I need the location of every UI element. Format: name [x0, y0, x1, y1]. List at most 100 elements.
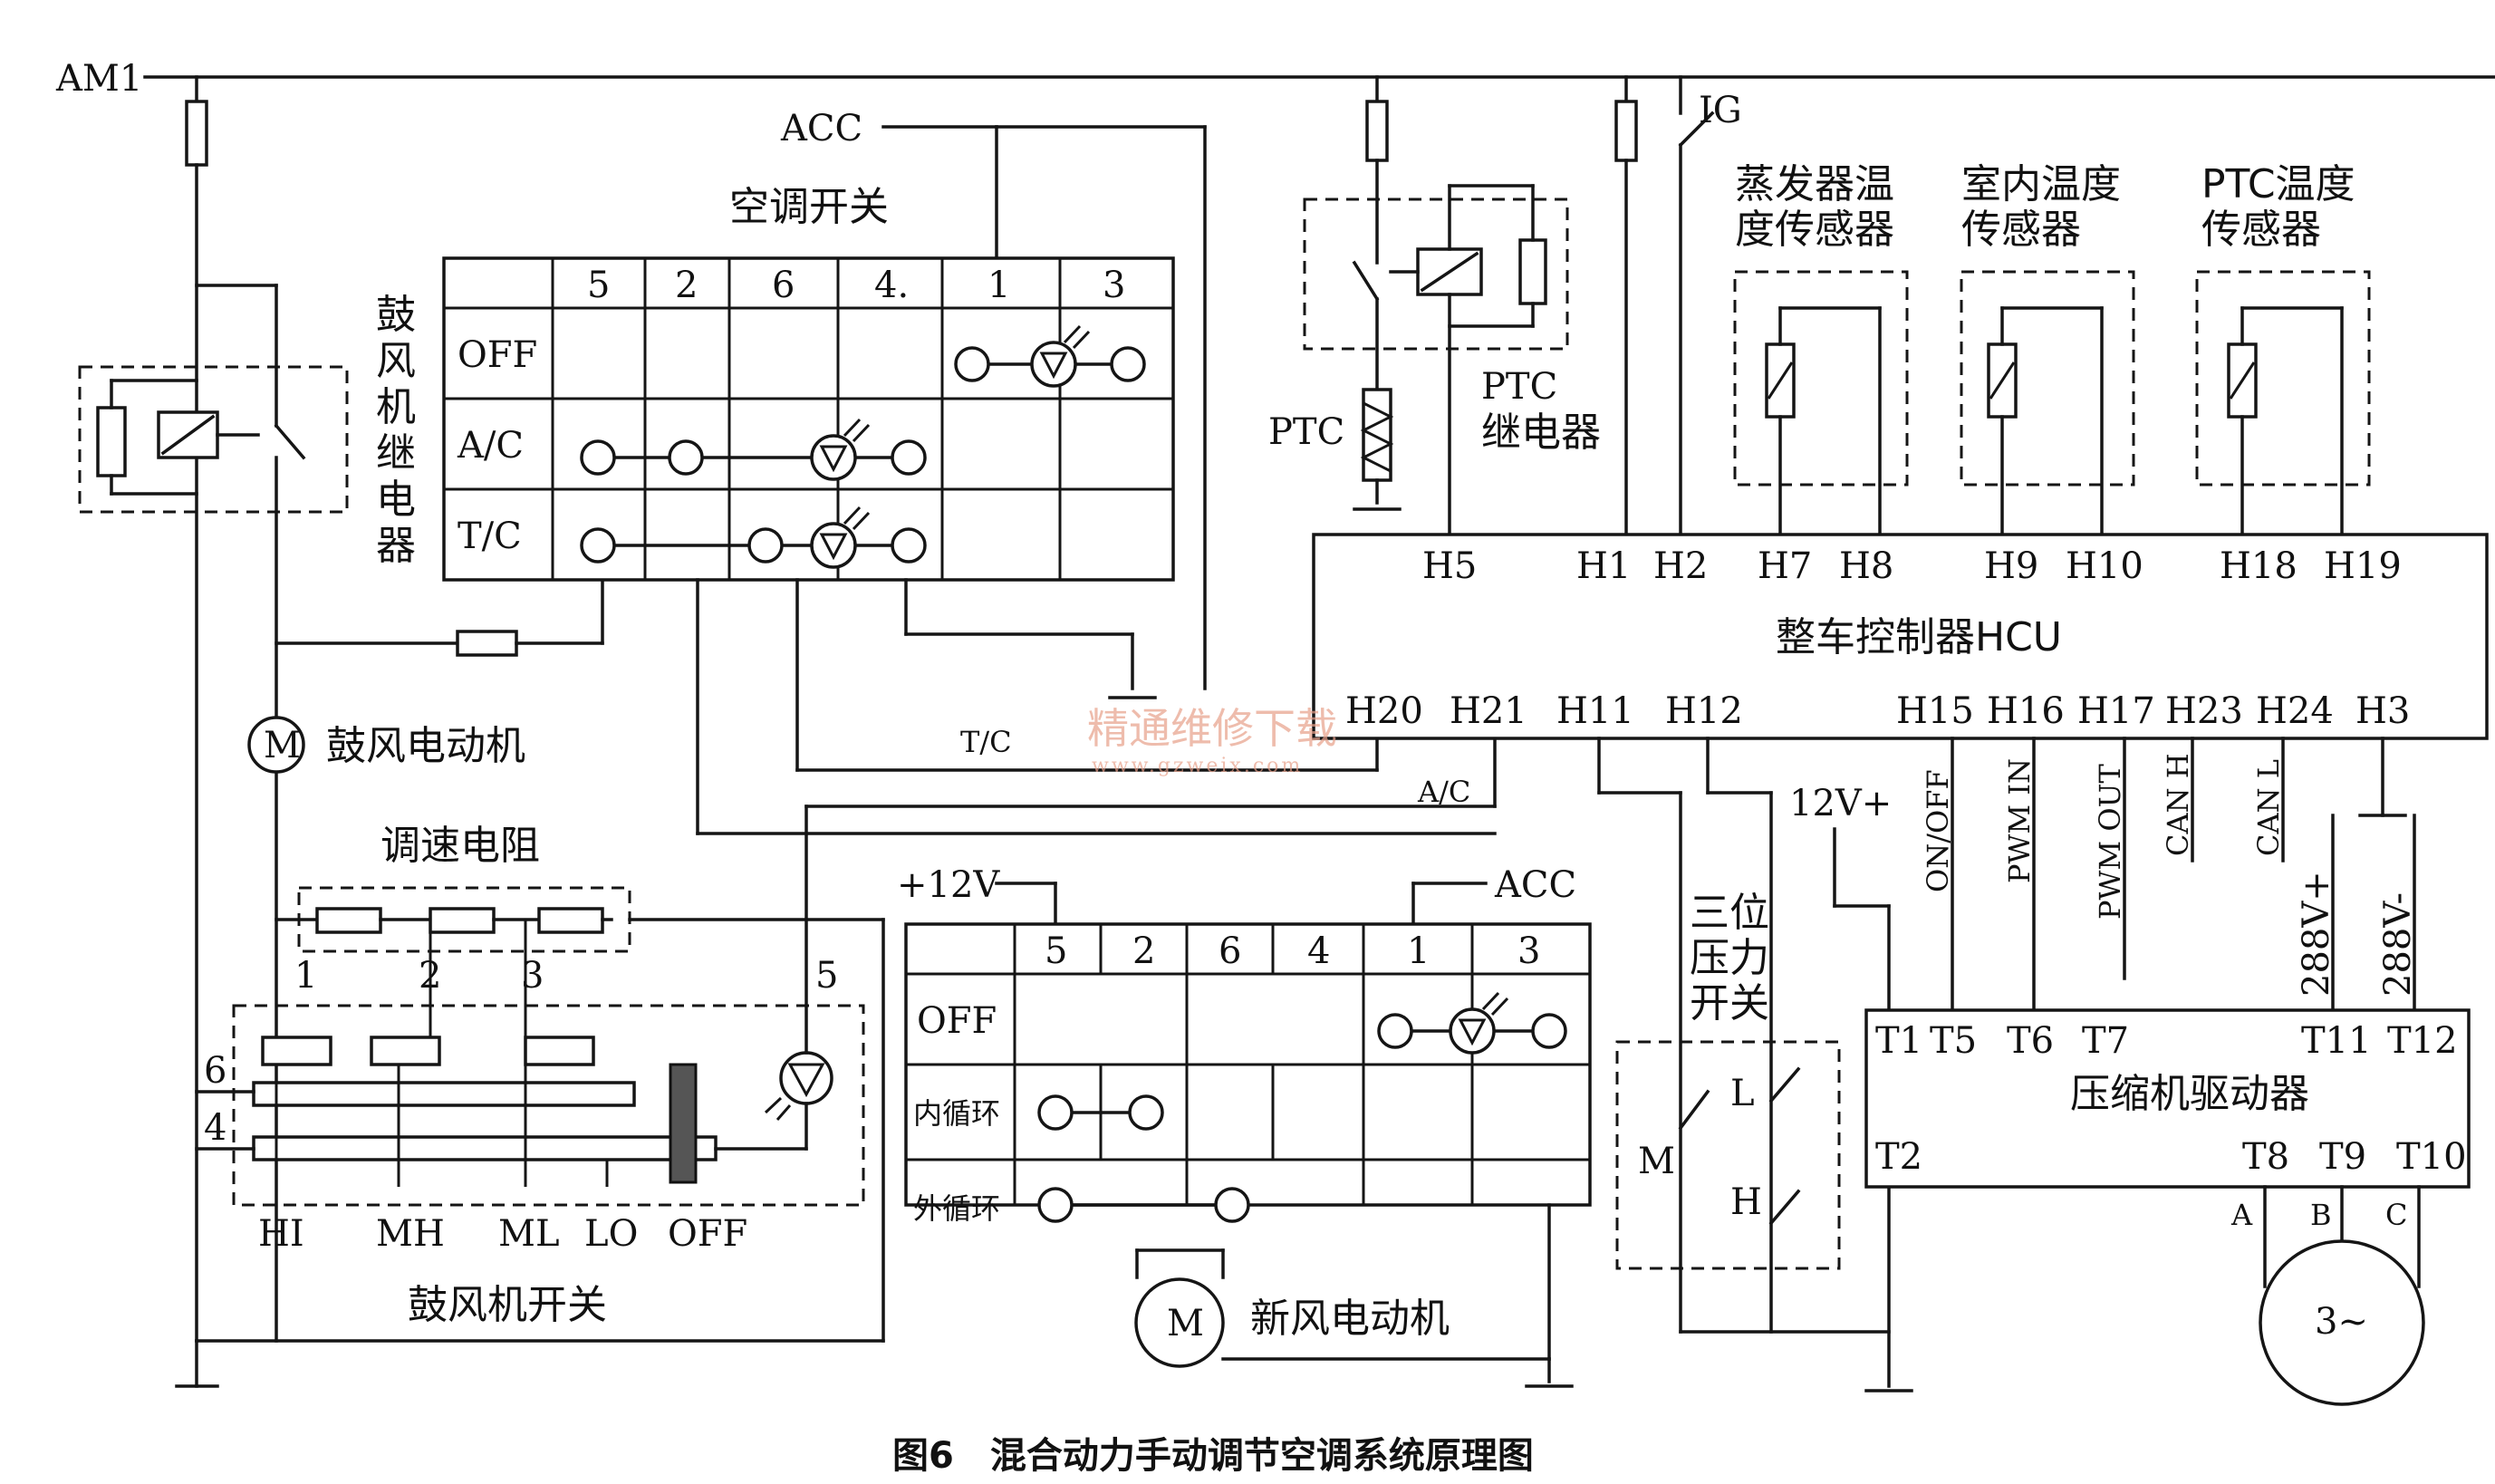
- svg-text:T2: T2: [1875, 1136, 1922, 1178]
- svg-text:度传感器: 度传感器: [1735, 207, 1894, 253]
- acc-label-top: ACC: [780, 108, 862, 149]
- compressor-driver-box: [1864, 1008, 2471, 1189]
- h1-fuse: [1614, 100, 1638, 162]
- svg-text:H9: H9: [1984, 545, 2038, 587]
- resistor-2: [429, 907, 496, 934]
- svg-text:T5: T5: [1930, 1020, 1977, 1062]
- ptc-heater-label: PTC: [1268, 411, 1344, 453]
- ac-switch-title: 空调开关: [729, 184, 889, 230]
- svg-text:三位: 三位: [1690, 890, 1769, 936]
- svg-text:6: 6: [772, 265, 795, 306]
- sensors: 蒸发器温 度传感器 室内温度 传感器 PTC温度 传感器: [1733, 161, 2371, 536]
- svg-text:T6: T6: [2007, 1020, 2054, 1062]
- fresh-motor-icon: [1134, 1277, 1225, 1368]
- pressure-switch-box: [1615, 1040, 1841, 1270]
- svg-text:www.gzweix.com: www.gzweix.com: [1092, 755, 1303, 777]
- svg-text:1: 1: [1407, 930, 1430, 972]
- svg-text:L: L: [1730, 1073, 1755, 1114]
- compressor-driver-title: 压缩机驱动器: [2070, 1071, 2309, 1117]
- relay-resistor: [96, 406, 127, 477]
- evaporator-temp-sensor: 蒸发器温 度传感器: [1733, 161, 1909, 536]
- tc-lamp-icon: [810, 522, 857, 569]
- svg-text:H12: H12: [1665, 690, 1743, 732]
- blower-switch-label: 鼓风机开关: [408, 1282, 607, 1328]
- svg-text:H21: H21: [1450, 690, 1527, 732]
- ptc-fuse: [1365, 100, 1389, 162]
- svg-text:M: M: [1638, 1141, 1675, 1182]
- svg-text:4.: 4.: [874, 265, 909, 306]
- svg-text:2: 2: [675, 265, 698, 306]
- svg-text:H8: H8: [1839, 545, 1893, 587]
- hcu-box: [1312, 533, 2489, 740]
- switch-bar-main: [252, 1135, 718, 1161]
- resistor-1: [315, 907, 382, 934]
- svg-text:H19: H19: [2324, 545, 2402, 587]
- blower-motor-icon: [247, 716, 305, 774]
- svg-text:PTC温度: PTC温度: [2201, 161, 2355, 207]
- signal-288v-minus: 288V-: [2377, 892, 2419, 997]
- compressor-motor-icon: [2259, 1239, 2425, 1406]
- svg-text:5: 5: [1045, 930, 1067, 972]
- svg-text:3: 3: [521, 955, 544, 997]
- signal-288v-plus: 288V+: [2296, 871, 2337, 997]
- svg-text:4: 4: [204, 1107, 226, 1149]
- svg-text:LO: LO: [584, 1213, 638, 1255]
- svg-text:T1: T1: [1875, 1020, 1922, 1062]
- svg-text:H1: H1: [1576, 545, 1631, 587]
- svg-text:2: 2: [419, 955, 441, 997]
- svg-text:H16: H16: [1987, 690, 2065, 732]
- svg-text:4: 4: [1307, 930, 1330, 972]
- svg-text:H17: H17: [2077, 690, 2155, 732]
- fresh-air-switch: +12V ACC 5 2 6 4 1 3 OFF 内循环 外循环: [897, 864, 1592, 1388]
- ac-switch-fuse: [456, 630, 518, 657]
- ac-output-label: A/C: [1417, 775, 1470, 809]
- ac-row-off: OFF: [458, 334, 537, 376]
- am1-bus: AM1: [55, 58, 2495, 100]
- ac-row-tc: T/C: [458, 516, 522, 557]
- svg-text:5: 5: [815, 955, 838, 997]
- ac-switch: ACC 空调开关 5 2 6 4. 1 3 OFF A/C T/C: [442, 108, 1497, 835]
- fresh-row-outside: 外循环: [913, 1191, 1000, 1226]
- svg-text:H5: H5: [1422, 545, 1477, 587]
- speed-resistor-label: 调速电阻: [381, 823, 540, 869]
- svg-text:1: 1: [294, 955, 317, 997]
- svg-text:机: 机: [376, 384, 416, 430]
- cabin-temp-sensor: 室内温度 传感器: [1960, 161, 2135, 536]
- signal-can-h: CAN H: [2161, 753, 2195, 856]
- compressor-driver: T1 T5 T6 T7 T11 T12 压缩机驱动器 T2 T8 T9 T10 …: [1864, 1008, 2471, 1406]
- blower-relay-label: 鼓 风 机 继 电 器: [376, 292, 416, 569]
- svg-text:H7: H7: [1758, 545, 1812, 587]
- svg-text:3: 3: [1103, 265, 1125, 306]
- blower-switch-box: [232, 1004, 865, 1207]
- plus12v-fresh-label: +12V: [897, 864, 1000, 906]
- ptc-relay-label-1: PTC: [1481, 366, 1557, 408]
- ptc-circuit: PTC PTC 继电器 IG: [1268, 75, 1742, 536]
- ptc-heater: [1362, 388, 1392, 482]
- fresh-row-off: OFF: [917, 1000, 997, 1042]
- off-lamp-icon: [1030, 341, 1077, 388]
- ptc-relay-box: [1303, 198, 1569, 351]
- svg-text:H3: H3: [2355, 690, 2410, 732]
- fresh-motor-label: 新风电动机: [1250, 1296, 1450, 1342]
- signal-can-l: CAN L: [2251, 759, 2286, 856]
- acc-label-fresh: ACC: [1494, 864, 1576, 906]
- fresh-motor-symbol: M: [1167, 1303, 1204, 1344]
- tc-output-label: T/C: [960, 725, 1012, 759]
- signal-on-off: ON/OFF: [1921, 769, 1955, 892]
- switch-bar-hi: [252, 1081, 636, 1107]
- plus12v-pressure-label: 12V+: [1789, 783, 1892, 824]
- hcu-title: 整车控制器HCU: [1776, 614, 2062, 660]
- svg-text:5: 5: [587, 265, 610, 306]
- svg-text:H20: H20: [1345, 690, 1423, 732]
- blower-circuit: 鼓 风 机 继 电 器 M 鼓风电动机 调速电阻 1 2 3: [78, 75, 885, 1388]
- hcu: H5 H1 H2 H7 H8 H9 H10 H18 H19 整车控制器HCU H…: [1312, 533, 2489, 817]
- svg-text:T8: T8: [2242, 1136, 2289, 1178]
- switch-knob[interactable]: [669, 1063, 698, 1184]
- fresh-off-lamp-icon: [1449, 1007, 1496, 1055]
- svg-text:传感器: 传感器: [1961, 207, 2081, 253]
- svg-text:T10: T10: [2396, 1136, 2467, 1178]
- figure-caption: 图6 混合动力手动调节空调系统原理图: [892, 1435, 1534, 1477]
- svg-text:继: 继: [376, 430, 416, 477]
